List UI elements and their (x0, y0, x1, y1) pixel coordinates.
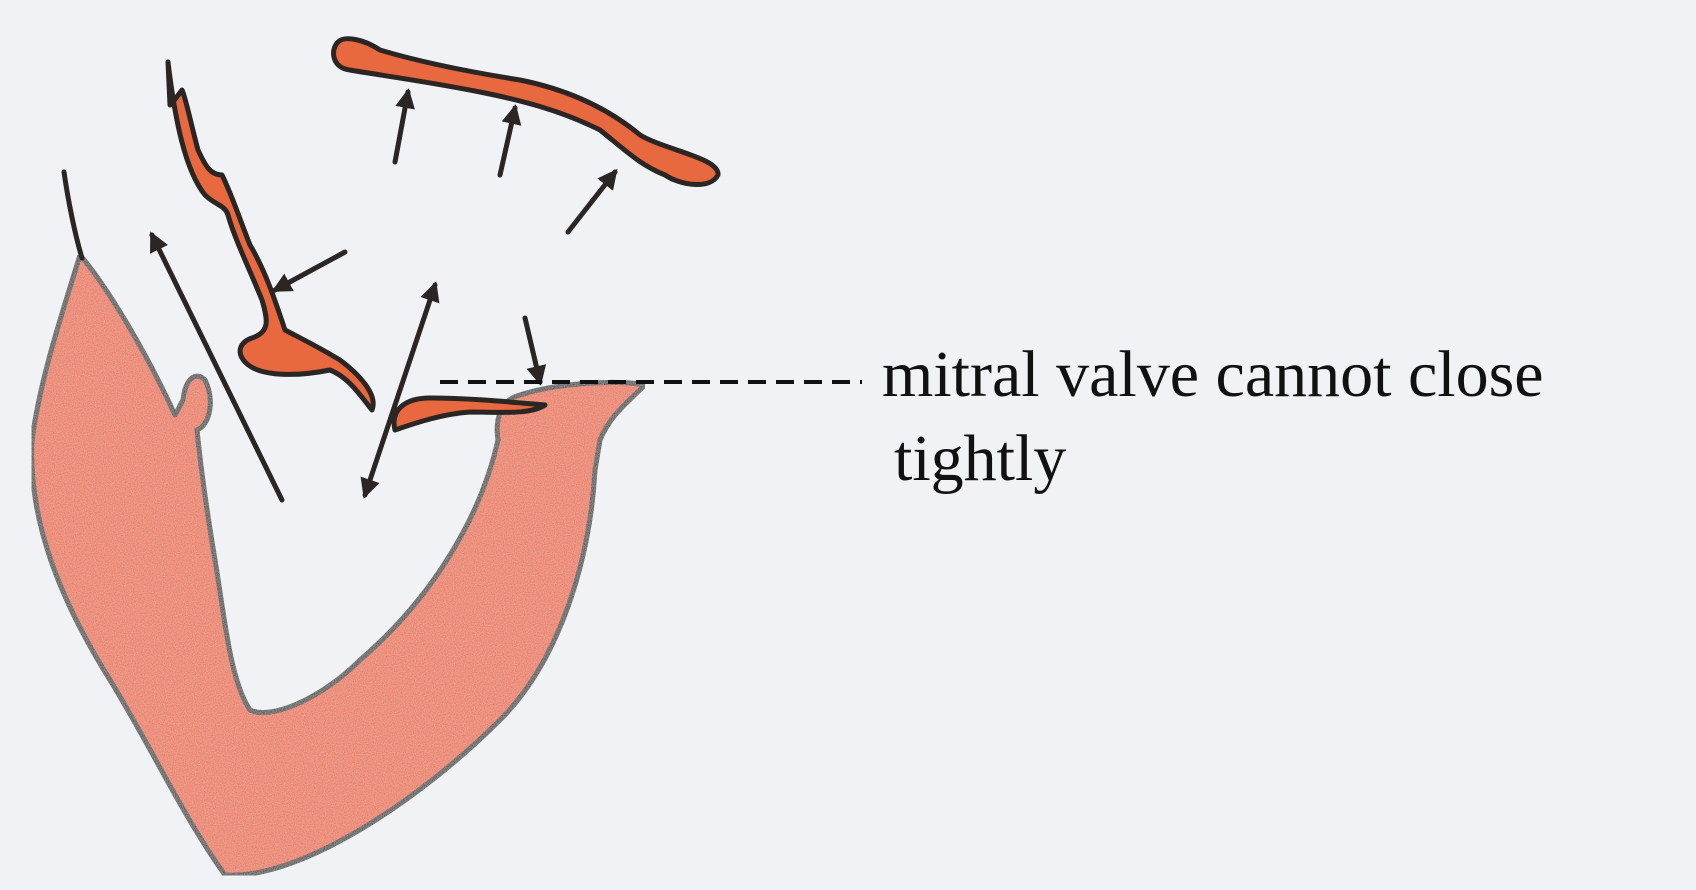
arrow-atrium-3 (568, 172, 615, 232)
arrow-septal (275, 252, 345, 290)
arrow-regurgitation (365, 285, 435, 495)
arrow-atrium-2 (500, 108, 515, 175)
annotation-line-1: mitral valve cannot close (882, 342, 1544, 408)
arrow-atrium-1 (395, 92, 408, 162)
annotation-line-2: tightly (894, 426, 1066, 492)
ventricle-wall (32, 255, 645, 875)
septal-flap (168, 62, 373, 410)
arrow-valve-gap (525, 318, 540, 382)
atrium-wall (334, 39, 719, 185)
outer-wall-line (64, 172, 82, 258)
